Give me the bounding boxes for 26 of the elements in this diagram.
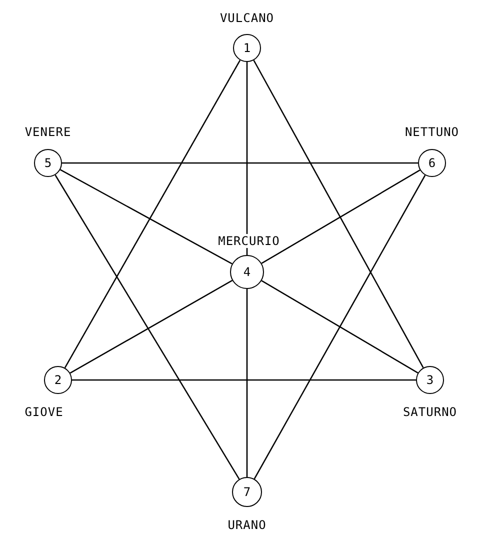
connector-line: [60, 169, 232, 264]
numbered-circle: 6: [418, 149, 446, 177]
numbered-circle: 7: [232, 477, 262, 507]
planet-label: URANO: [226, 518, 268, 532]
planet-label: MERCURIO: [217, 234, 281, 248]
connector-line: [62, 162, 418, 164]
planet-label: GIOVE: [24, 405, 64, 419]
planet-label: NETTUNO: [404, 125, 460, 139]
connector-line: [253, 60, 424, 368]
connector-line: [261, 170, 420, 264]
connector-line: [246, 62, 248, 255]
numbered-circle: 3: [416, 366, 444, 394]
planet-label: VULCANO: [218, 11, 276, 25]
planet-label: VENERE: [24, 125, 72, 139]
connector-line: [70, 280, 233, 374]
connector-line: [64, 60, 241, 368]
numbered-circle: 2: [44, 366, 72, 394]
numbered-circle: 5: [34, 149, 62, 177]
planet-label: SATURNO: [402, 405, 458, 419]
connector-line: [246, 289, 248, 477]
connector-line: [254, 174, 426, 480]
connector-line: [72, 379, 416, 381]
connector-line: [54, 174, 240, 480]
numbered-circle: 4: [230, 255, 264, 289]
numbered-circle: 1: [233, 34, 261, 62]
connector-line: [261, 280, 418, 374]
